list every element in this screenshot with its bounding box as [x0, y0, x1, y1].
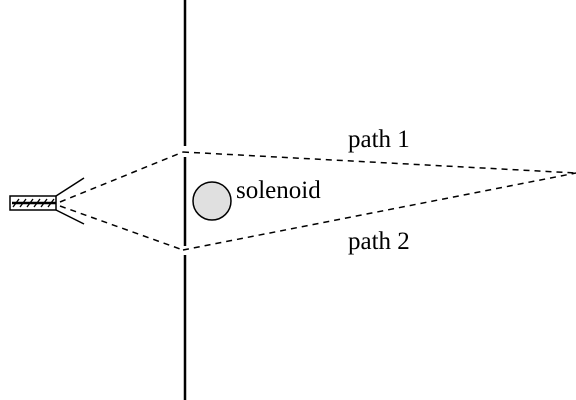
- path-2-label: path 2: [348, 228, 410, 255]
- source-nozzle-upper: [55, 177, 85, 197]
- electron-source-icon: [9, 177, 85, 225]
- source-nozzle-lower: [55, 209, 85, 225]
- path-2-outgoing: [182, 172, 576, 251]
- path-1-incoming: [59, 151, 184, 203]
- solenoid-circle: [192, 181, 232, 221]
- paths: [59, 151, 576, 251]
- solenoid-label: solenoid: [236, 177, 321, 204]
- path-1-label: path 1: [348, 126, 410, 153]
- path-1-outgoing: [182, 151, 576, 174]
- path-2-incoming: [59, 205, 184, 251]
